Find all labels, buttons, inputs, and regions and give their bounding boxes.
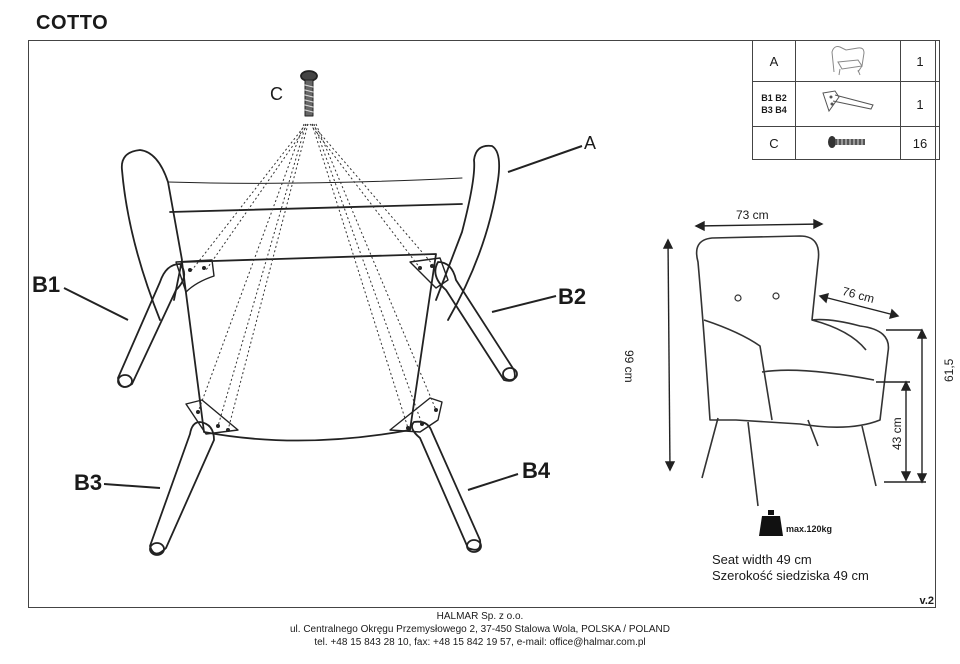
bracket-b1 [175,259,215,293]
button-icon [772,292,780,300]
label-b4: B4 [522,458,551,483]
bolt-icon [795,126,901,160]
leader-b3 [103,483,161,489]
button-icon [734,294,742,302]
part-code: C [752,126,796,160]
dim-width: 73 cm [736,208,769,222]
seat-info: Seat width 49 cm Szerokość siedziska 49 … [712,552,869,584]
leader-b4 [467,473,519,491]
leg-b3 [149,421,215,556]
footer-company: HALMAR Sp. z o.o. [436,611,524,622]
dim-height: 99 cm [622,350,636,383]
footer: HALMAR Sp. z o.o. ul. Centralnego Okręgu… [0,610,960,649]
backrest-top [169,203,463,213]
armchair-icon [795,40,901,82]
dim-height-line [662,238,676,472]
footer-contact: tel. +48 15 843 28 10, fax: +48 15 842 1… [314,637,646,648]
bolt-icon [300,70,318,117]
part-code: B1 B2 B3 B4 [752,81,796,127]
leg-b4 [411,420,482,553]
leg-b2 [434,261,518,382]
seat-info-line: Seat width 49 cm [712,552,812,567]
parts-row: B1 B2 B3 B4 1 [752,81,940,127]
version-label: v.2 [919,595,934,607]
bracket-b2 [409,257,449,289]
dim-arm-height-line [884,328,928,484]
page-title: COTTO [36,12,109,34]
left-armrest [120,149,183,321]
label-b1: B1 [32,272,61,297]
label-b2: B2 [558,284,587,309]
part-qty: 1 [900,81,940,127]
parts-table: A 1 B1 B2 B3 B4 1 C [752,40,940,160]
armchair-side-view [695,235,890,507]
right-armrest [435,144,501,321]
part-code-line: B3 B4 [761,105,787,115]
leg-b1 [117,263,186,388]
dim-seat-height-line [876,380,912,482]
part-code-line: B1 B2 [761,93,787,103]
leader-b1 [63,287,129,321]
dim-depth-line [818,293,900,319]
dim-arm-height: 61,5 cm [942,358,960,382]
label-b3: B3 [74,470,103,495]
leader-b2 [491,295,557,313]
label-c: C [270,84,283,104]
footer-address: ul. Centralnego Okręgu Przemysłowego 2, … [289,624,670,635]
part-qty: 1 [900,40,940,82]
part-code: A [752,40,796,82]
bracket-b4 [389,397,443,433]
seat-frame [181,253,437,442]
bracket-b3 [185,399,239,435]
part-qty: 16 [900,126,940,160]
dim-width-line [694,218,824,232]
label-a: A [584,133,597,153]
dim-seat-height: 43 cm [890,417,904,450]
weight-icon [759,510,783,536]
seat-info-line: Szerokość siedziska 49 cm [712,568,869,583]
leader-a [507,145,583,173]
parts-row: C 16 [752,126,940,160]
parts-row: A 1 [752,40,940,82]
drawing-frame [28,40,936,608]
max-load: max.120kg [786,524,833,534]
